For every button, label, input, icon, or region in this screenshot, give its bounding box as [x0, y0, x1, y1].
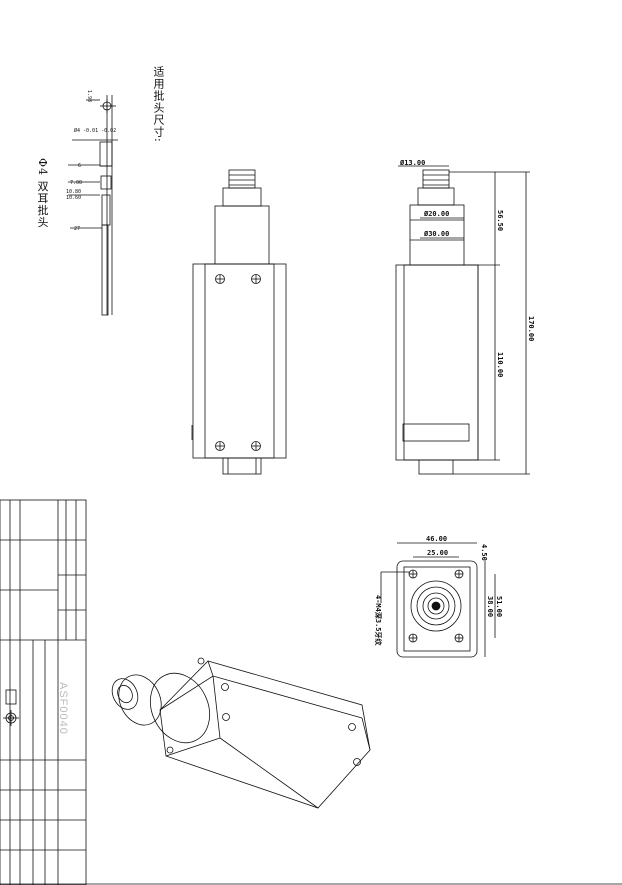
part-code: ASF0040: [57, 682, 69, 735]
bit-dim-top: 1.98: [86, 90, 92, 102]
bit-dim-d2: 7.00: [70, 180, 82, 186]
bit-dim-d1: 6: [78, 163, 81, 169]
side-dimension-labels: Ø13.00 Ø20.00 Ø30.00 56.50 110.00 170.00: [399, 159, 535, 377]
title-block: [0, 499, 622, 885]
bit-dim-d4: 27: [74, 226, 80, 232]
side-h-body: 110.00: [496, 352, 504, 377]
bit-detail: [68, 95, 118, 316]
bottom-thread-spec: 4-M4深3.5牙纹: [374, 595, 383, 647]
bottom-offset: 4.50: [480, 544, 488, 561]
bit-dimension-labels: 1.98 Ø4 -0.01 -0.02 6 7.00 10.80 10.60 2…: [66, 90, 116, 232]
bit-dim-d3b: 10.60: [66, 195, 81, 201]
bit-type-heading: Φ4 双耳批头: [36, 158, 49, 229]
bottom-h-inner: 38.00: [486, 596, 494, 617]
title-block-labels: ASF0040: [57, 682, 69, 735]
bottom-h-outer: 51.00: [495, 596, 503, 617]
bottom-w-outer: 46.00: [426, 535, 447, 543]
side-dia-mid: Ø20.00: [423, 210, 449, 218]
front-view: [191, 169, 287, 475]
isometric-view: [111, 657, 371, 809]
side-dia-top: Ø13.00: [399, 159, 425, 167]
bit-dim-dia: Ø4 -0.01 -0.02: [74, 127, 116, 134]
bottom-view: [380, 542, 496, 658]
bottom-dimension-labels: 46.00 25.00 4.50 38.00 51.00 4-M4深3.5牙纹: [374, 535, 503, 647]
side-view: [395, 165, 530, 475]
bit-dim-d3a: 10.80: [66, 189, 81, 195]
side-h-total: 170.00: [527, 316, 535, 341]
side-h-upper: 56.50: [496, 210, 504, 231]
bottom-w-inner: 25.00: [427, 549, 448, 557]
side-dia-low: Ø30.00: [423, 230, 449, 238]
fit-size-heading: 适用批头尺寸:: [152, 66, 165, 143]
